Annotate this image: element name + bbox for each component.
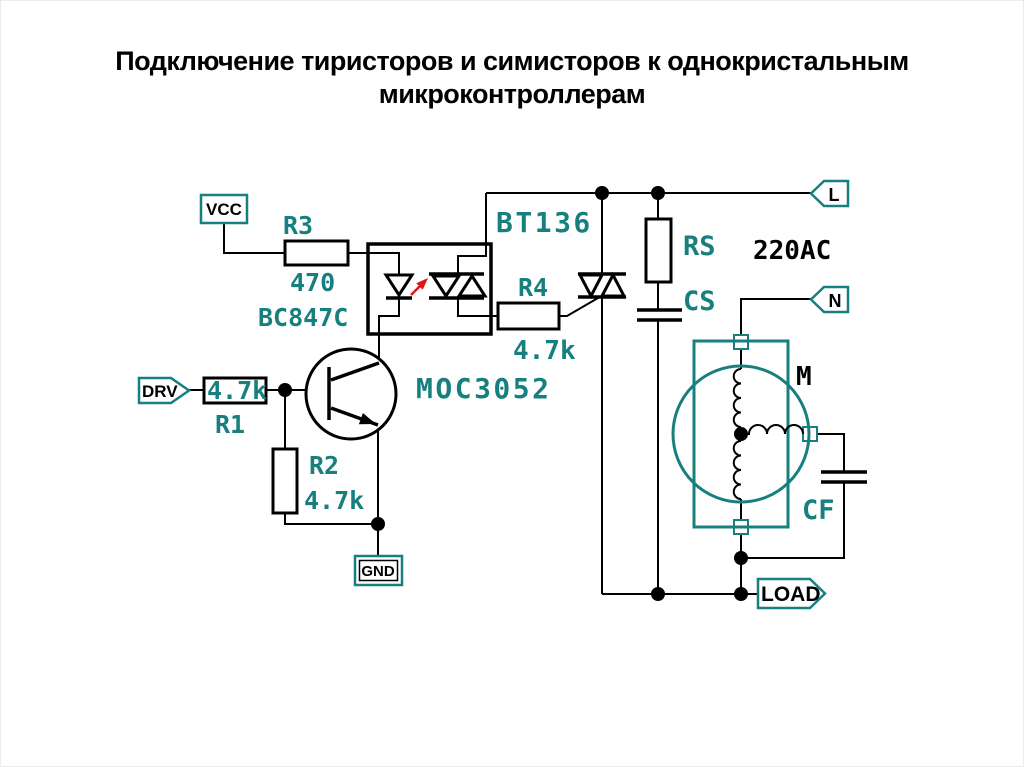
port-vcc: VCC: [199, 193, 249, 225]
motor-frame: [692, 339, 790, 529]
motor-circle: [671, 364, 811, 504]
neutral-label: N: [829, 291, 842, 311]
wire-led-cathode-to-collector: [378, 298, 400, 363]
port-load: LOAD: [756, 577, 827, 610]
motor-terminal-top: [733, 334, 749, 350]
gnd-flag-box: [353, 554, 404, 587]
gnd-label: GND: [361, 563, 395, 580]
load-label: LOAD: [761, 583, 821, 606]
transistor-circle: [304, 347, 398, 441]
port-neutral: N: [809, 285, 850, 314]
cs-ref: CS: [683, 286, 716, 317]
snubber-resistor-rs: RS: [644, 217, 716, 284]
resistor-r1: 4.7k R1: [202, 376, 268, 439]
wire-led-anode: [368, 252, 400, 275]
wire-cf-to-node: [741, 483, 845, 559]
junction-base-node: [278, 383, 292, 397]
junction-motor-cf-node: [734, 551, 748, 565]
motor-label: M: [796, 362, 812, 392]
snubber-capacitor-cs: CS: [637, 286, 716, 322]
motor-winding-top: [732, 368, 742, 428]
wire-vcc-to-r3: [223, 223, 285, 254]
r1-ref: R1: [215, 410, 245, 439]
transistor-emitter-arrow-icon: [358, 413, 376, 425]
wire-opto-top-to-rail: [457, 193, 487, 274]
drv-flag: [137, 376, 192, 405]
run-capacitor-cf: CF: [802, 470, 867, 526]
r1-value: 4.7k: [207, 376, 267, 405]
optocoupler-moc3052: MOC3052: [366, 242, 552, 405]
resistor-r4: R4 4.7k: [496, 273, 576, 366]
transistor-collector: [330, 361, 380, 382]
mains-voltage-label: 220AC: [753, 236, 831, 266]
r2-value: 4.7k: [304, 486, 364, 515]
neutral-flag: [809, 285, 850, 314]
phototriac-left-triangle: [430, 274, 462, 299]
port-line: L: [809, 179, 850, 208]
junction-rail-rs: [651, 186, 665, 200]
line-label: L: [829, 185, 840, 205]
gnd-inner-box: [358, 559, 399, 582]
r3-ref: R3: [283, 211, 313, 240]
cf-ref: CF: [802, 495, 835, 526]
port-gnd: GND: [353, 554, 404, 587]
rs-ref: RS: [683, 231, 716, 262]
vcc-flag-box: [199, 193, 249, 225]
r2-ref: R2: [309, 451, 339, 480]
triac-left-triangle: [577, 273, 605, 300]
drv-label: DRV: [142, 382, 178, 401]
r2-body: [271, 447, 299, 515]
junction-rail-triac: [595, 186, 609, 200]
junction-emitter-node: [371, 517, 385, 531]
transistor-ref: BC847C: [258, 303, 348, 332]
optocoupler-ref: MOC3052: [416, 372, 552, 405]
led-arrow-head: [416, 278, 428, 290]
r3-value: 470: [290, 268, 335, 297]
resistor-r2: R2 4.7k: [271, 447, 364, 515]
junction-bottom-load: [734, 587, 748, 601]
wire-neutral-to-motor: [740, 298, 811, 335]
wires: [187, 192, 845, 595]
led-triangle: [383, 273, 415, 298]
line-flag: [809, 179, 850, 208]
wire-r4-to-gate: [559, 297, 599, 317]
motor-terminal-bottom: [733, 519, 749, 535]
optocoupler-body: [366, 242, 493, 336]
motor-winding-bottom: [732, 440, 742, 500]
junction-bottom-cs: [651, 587, 665, 601]
load-flag: [756, 577, 827, 610]
r1-body: [202, 376, 268, 405]
rs-body: [644, 217, 673, 284]
r4-body: [496, 301, 561, 331]
triac-bt136: BT136: [496, 206, 627, 300]
triac-right-triangle: [599, 271, 627, 298]
led-light-arrow-icon: [410, 278, 428, 296]
r4-ref: R4: [518, 273, 548, 302]
transistor-bc847c: BC847C: [258, 303, 398, 441]
wire-r2-to-emitter-node: [284, 513, 378, 525]
vcc-label: VCC: [206, 200, 242, 219]
motor: M: [671, 334, 818, 535]
wire-opto-bottom-to-r4: [457, 298, 498, 317]
phototriac-right-triangle: [456, 273, 488, 298]
wire-motor-right-lead: [817, 433, 845, 471]
junction-dots: [278, 186, 748, 601]
r3-body: [283, 239, 350, 267]
junction-motor-star-point: [734, 427, 748, 441]
resistor-r3: R3 470: [283, 211, 350, 297]
r4-value: 4.7k: [513, 336, 576, 366]
motor-winding-right: [741, 424, 804, 435]
port-drv: DRV: [137, 376, 192, 405]
triac-ref: BT136: [496, 206, 593, 239]
page-title: Подключение тиристоров и симисторов к од…: [115, 46, 909, 109]
